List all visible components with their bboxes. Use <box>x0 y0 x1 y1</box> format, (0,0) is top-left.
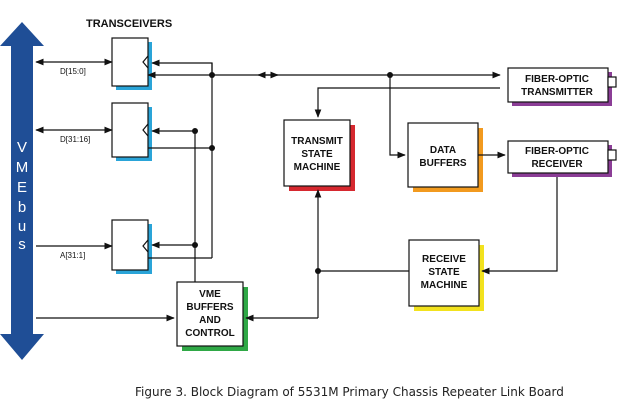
driver-triangle <box>142 55 149 69</box>
vme-bus: V M E b u s <box>0 22 44 360</box>
block-box <box>507 67 609 103</box>
block-label-line: BUFFERS <box>419 158 467 169</box>
block-box <box>111 219 149 271</box>
signal-label-a31-1: A[31:1] <box>60 251 85 260</box>
transceivers-heading: TRANSCEIVERS <box>86 18 172 30</box>
block-box <box>111 102 149 158</box>
block-label-line: FIBER-OPTIC <box>525 146 589 157</box>
transceiver-a31-1 <box>111 219 152 274</box>
signal-label-d15-0: D[15:0] <box>60 67 86 76</box>
fiber-port <box>607 149 617 161</box>
vme-bus-letter: V <box>17 139 27 156</box>
block-label-line: MACHINE <box>294 162 341 173</box>
fiber-port <box>607 76 617 88</box>
block-label-line: TRANSMITTER <box>521 87 593 98</box>
signal-label-d31-16: D[31:16] <box>60 135 90 144</box>
block-label-line: DATA <box>430 145 456 156</box>
vme-bus-letter: s <box>18 236 26 253</box>
transceiver-wiring <box>147 59 501 282</box>
vme-bus-letter: u <box>18 218 26 235</box>
driver-triangle <box>142 123 149 137</box>
driver-triangle <box>142 239 149 253</box>
block-connections <box>36 72 558 322</box>
block-box <box>407 122 479 188</box>
figure-caption: Figure 3. Block Diagram of 5531M Primary… <box>135 385 564 399</box>
block-box <box>176 281 244 347</box>
fiber-optic-transmitter-block: FIBER-OPTIC TRANSMITTER <box>507 67 617 106</box>
data-buffers-block: DATA BUFFERS <box>407 122 483 192</box>
block-label-line: VME <box>199 289 221 300</box>
vme-bus-arrow <box>0 22 44 360</box>
fiber-optic-receiver-block: FIBER-OPTIC RECEIVER <box>507 140 617 177</box>
block-box <box>408 239 480 307</box>
block-label-line: RECEIVER <box>531 159 583 170</box>
block-label-line: CONTROL <box>185 328 234 339</box>
vme-bus-letter: b <box>18 199 26 216</box>
block-label-line: AND <box>199 315 221 326</box>
vme-buffers-control-block: VME BUFFERS AND CONTROL <box>176 281 248 351</box>
block-label-line: STATE <box>301 149 333 160</box>
receive-state-machine-block: RECEIVE STATE MACHINE <box>408 239 484 311</box>
block-label-line: BUFFERS <box>186 302 234 313</box>
block-label-line: MACHINE <box>421 280 468 291</box>
vme-bus-letter: M <box>16 159 29 176</box>
block-box <box>507 140 609 174</box>
transceiver-d31-16 <box>111 102 152 161</box>
block-box <box>111 37 149 87</box>
block-label-line: STATE <box>428 267 460 278</box>
block-label-line: RECEIVE <box>422 254 466 265</box>
block-label-line: TRANSMIT <box>291 136 343 147</box>
vme-bus-letter: E <box>17 179 27 196</box>
block-label-line: FIBER-OPTIC <box>525 74 589 85</box>
transmit-state-machine-block: TRANSMIT STATE MACHINE <box>283 119 355 191</box>
block-box <box>283 119 351 187</box>
transceiver-d15-0 <box>111 37 152 90</box>
